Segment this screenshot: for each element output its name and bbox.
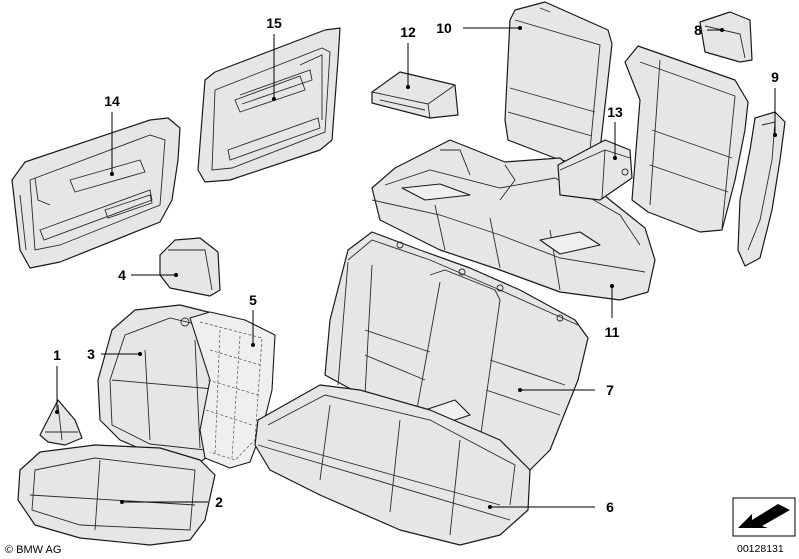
leader-lines bbox=[55, 26, 777, 509]
label-8: 8 bbox=[694, 22, 702, 38]
part-12-cushion-block bbox=[371, 71, 459, 119]
part-6-rear-bench-cushion bbox=[254, 384, 531, 546]
symbol-frame bbox=[732, 497, 796, 537]
label-3: 3 bbox=[87, 346, 95, 362]
label-6: 6 bbox=[606, 499, 614, 515]
part-1-trim-piece bbox=[39, 399, 83, 446]
part-13-center-armrest bbox=[557, 139, 633, 201]
label-11: 11 bbox=[605, 324, 620, 340]
label-5: 5 bbox=[249, 292, 257, 308]
part-8-rear-headrest bbox=[699, 11, 753, 63]
label-1: 1 bbox=[53, 347, 61, 363]
label-15: 15 bbox=[266, 15, 282, 31]
part-14-door-trim bbox=[11, 117, 181, 269]
label-12: 12 bbox=[400, 24, 416, 40]
arrow-icon bbox=[738, 504, 790, 528]
label-4: 4 bbox=[118, 267, 126, 283]
part-10-rear-backrest-right bbox=[624, 45, 749, 233]
part-7-rear-backrest bbox=[324, 231, 589, 471]
label-2: 2 bbox=[215, 494, 223, 510]
part-2-front-seat-cushion bbox=[17, 444, 216, 546]
part-4-front-headrest bbox=[159, 237, 221, 297]
document-id: 00128131 bbox=[737, 543, 784, 555]
label-9: 9 bbox=[771, 69, 779, 85]
part-9-side-bolster bbox=[737, 111, 786, 267]
copyright-brand: © BMW AG bbox=[5, 544, 61, 556]
part-labels: 1 2 3 4 5 6 7 8 9 10 11 12 13 14 15 bbox=[53, 15, 779, 515]
label-13: 13 bbox=[607, 104, 623, 120]
label-14: 14 bbox=[104, 93, 120, 109]
label-10: 10 bbox=[436, 20, 452, 36]
label-7: 7 bbox=[606, 382, 614, 398]
part-15-rear-door-trim bbox=[197, 27, 341, 183]
